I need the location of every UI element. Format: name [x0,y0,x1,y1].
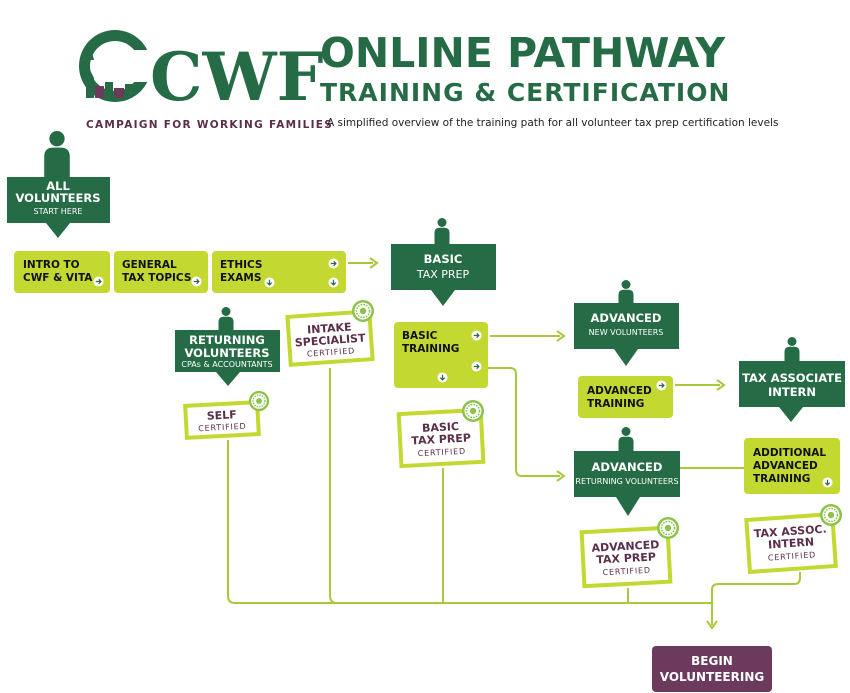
node-additional-line1: ADDITIONAL [753,447,826,459]
node-intro-line2: CWF & VITA [23,272,93,284]
node-ethics-line1: ETHICS [220,259,263,271]
certificate-advanced-line2: TAX PREP [596,550,656,566]
certificate-intern-line1: TAX ASSOC. [753,522,827,540]
node-intro[interactable]: INTRO TO CWF & VITA [14,251,110,293]
node-additional-line2: ADVANCED [753,460,818,472]
node-advanced-new: ADVANCED NEW VOLUNTEERS [574,303,679,366]
certificate-intake-sub: CERTIFIED [307,346,356,358]
arrow-down-circle-icon [822,477,833,488]
node-general-line2: TAX TOPICS [122,272,191,284]
arrow-right-circle-icon [656,380,667,391]
node-additional-advanced-training[interactable]: ADDITIONAL ADVANCED TRAINING [744,438,840,494]
certificate-basic-line2: TAX PREP [411,431,471,447]
certification-seal-icon [461,399,485,423]
node-returning-line1: RETURNING [189,333,265,347]
node-all-volunteers-line1: ALL [46,179,70,193]
node-advanced-returning: ADVANCED RETURNING VOLUNTEERS [574,451,680,516]
person-icon [44,131,70,177]
certificate-advanced-line1: ADVANCED [591,538,659,555]
arrow-down-circle-icon [437,372,448,383]
node-ethics-exams[interactable]: ETHICS EXAMS [212,251,346,293]
certificate-self-line1: SELF [206,408,237,423]
arrow-down-circle-icon [328,277,339,288]
person-icon [784,337,800,364]
person-icon [618,427,634,454]
certificate-intake-specialist: INTAKE SPECIALIST CERTIFIED [285,309,375,367]
certificate-intake-line2: SPECIALIST [294,332,366,350]
node-tax-associate-intern: TAX ASSOCIATE INTERN [739,361,845,422]
node-returning-volunteers: RETURNING VOLUNTEERS CPAs & ACCOUNTANTS [175,330,280,386]
logo-tagline: CAMPAIGN FOR WORKING FAMILIES [86,119,333,131]
certificate-advanced-sub: CERTIFIED [602,566,651,578]
node-begin-line1: BEGIN [691,654,733,668]
logo: CWF [79,30,324,116]
page-subtitle-title: TRAINING & CERTIFICATION [320,78,730,107]
arrow-down-circle-icon [264,277,275,288]
node-intern-line1: TAX ASSOCIATE [742,371,842,385]
node-additional-line3: TRAINING [753,473,810,485]
certification-seal-icon [248,390,270,412]
arrow-right-circle-icon [191,276,202,287]
page-description: A simplified overview of the training pa… [327,117,778,129]
certificate-basic-tax-prep: BASIC TAX PREP CERTIFIED [396,407,486,469]
certification-seal-icon [656,516,680,540]
certificate-tax-assoc-intern: TAX ASSOC. INTERN CERTIFIED [744,511,838,575]
node-advanced-returning-sub: RETURNING VOLUNTEERS [575,477,678,486]
page-title: ONLINE PATHWAY [320,29,726,77]
node-advanced-training-line1: ADVANCED [587,385,652,397]
node-basic-training[interactable]: BASIC TRAINING [394,322,488,388]
node-advanced-new-line1: ADVANCED [591,311,662,325]
certificate-intern-line2: INTERN [768,535,815,551]
certification-seal-icon [819,503,843,527]
node-advanced-returning-line1: ADVANCED [592,460,663,474]
node-advanced-training[interactable]: ADVANCED TRAINING [578,376,673,418]
arrow-right-circle-icon [328,258,339,269]
certification-seal-icon [351,299,375,323]
node-intro-line1: INTRO TO [23,259,80,271]
node-basic-role-line1: BASIC [424,252,463,266]
node-begin-line2: VOLUNTEERING [660,670,764,684]
certificate-basic-line1: BASIC [422,420,460,435]
certificate-self: SELF CERTIFIED [183,399,261,440]
node-basic-role-line2: TAX PREP [416,268,470,281]
node-begin-volunteering[interactable]: BEGIN VOLUNTEERING [652,646,772,692]
certificate-advanced-tax-prep: ADVANCED TAX PREP CERTIFIED [579,525,673,589]
node-all-volunteers-sub: START HERE [34,207,83,216]
node-intern-line2: INTERN [768,385,816,399]
node-all-volunteers-line2: VOLUNTEERS [15,191,100,205]
node-basic-training-line1: BASIC [402,330,438,342]
node-advanced-new-sub: NEW VOLUNTEERS [589,328,664,337]
certificate-basic-sub: CERTIFIED [417,447,466,459]
arrow-right-circle-icon [471,330,482,341]
logo-wordmark: CWF [150,38,324,116]
node-ethics-line2: EXAMS [220,272,261,284]
person-icon [434,218,450,245]
certificate-self-sub: CERTIFIED [198,422,247,434]
node-basic-tax-prep: BASIC TAX PREP [391,244,496,306]
node-advanced-training-line2: TRAINING [587,398,644,410]
node-returning-line2: VOLUNTEERS [184,346,269,360]
node-general-tax-topics[interactable]: GENERAL TAX TOPICS [114,251,208,293]
node-returning-sub: CPAs & ACCOUNTANTS [181,360,272,369]
arrow-right-circle-icon [93,276,104,287]
connector-lines [227,257,801,630]
certificate-intern-sub: CERTIFIED [768,550,817,562]
node-basic-training-line2: TRAINING [402,343,459,355]
arrow-right-circle-icon [471,361,482,372]
town-skyline-icon [86,52,132,98]
node-all-volunteers: ALL VOLUNTEERS START HERE [7,177,110,238]
person-icon [218,307,234,334]
node-general-line1: GENERAL [122,259,177,271]
person-icon [618,280,634,307]
certificate-intake-line1: INTAKE [307,320,352,336]
